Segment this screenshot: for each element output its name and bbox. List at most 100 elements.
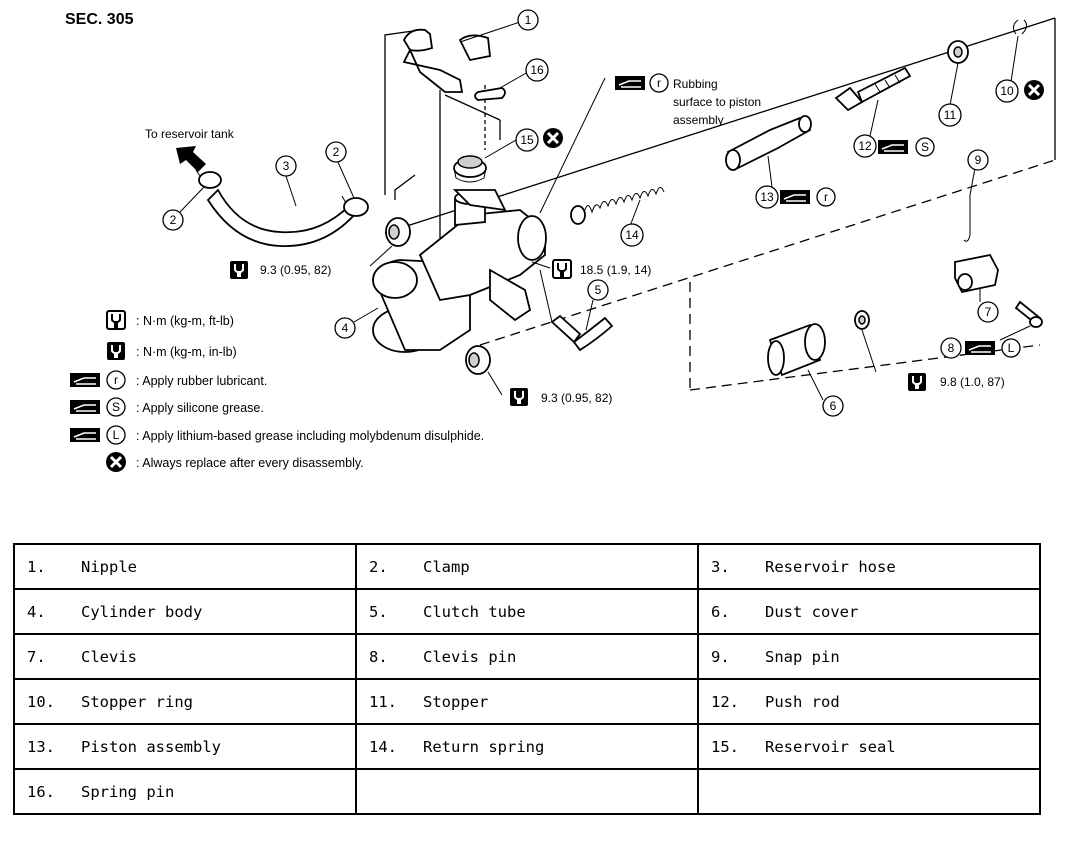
- legend-item-ft-lb: : N·m (kg-m, ft-lb): [106, 310, 234, 330]
- table-cell: 16.Spring pin: [13, 768, 357, 815]
- callout-15: 15: [515, 128, 539, 152]
- callout-7: 7: [977, 301, 999, 323]
- svg-text:12: 12: [858, 139, 872, 153]
- svg-text:16: 16: [530, 63, 544, 77]
- reservoir-hose: [206, 188, 358, 247]
- bracket-bushing: [385, 217, 491, 375]
- part-name: Nipple: [81, 557, 137, 576]
- svg-text:9.3 (0.95, 82): 9.3 (0.95, 82): [541, 391, 612, 405]
- part-number: 5.: [369, 602, 388, 621]
- part-name: Clamp: [423, 557, 470, 576]
- replace-icon: [541, 126, 565, 150]
- svg-text:assembly: assembly: [673, 113, 724, 127]
- part-number: 15.: [711, 737, 739, 756]
- callout-6: 6: [822, 395, 844, 417]
- callout-2a: 2: [162, 209, 184, 231]
- callout-13: 13: [755, 185, 779, 209]
- legend: : N·m (kg-m, ft-lb) : N·m (kg-m, in-lb) …: [69, 310, 484, 474]
- legend-item-silicone: S : Apply silicone grease.: [69, 397, 264, 417]
- svg-text:14: 14: [625, 228, 639, 242]
- legend-item-lithium: L : Apply lithium-based grease including…: [69, 425, 484, 445]
- torque-callout-3: 9.3 (0.95, 82): [509, 387, 612, 407]
- svg-text:L: L: [1008, 341, 1015, 355]
- part-number: 14.: [369, 737, 397, 756]
- callout-2b: 2: [325, 141, 347, 163]
- clutch-tube: [539, 269, 614, 352]
- svg-text:: N·m (kg-m, ft-lb): : N·m (kg-m, ft-lb): [136, 314, 234, 328]
- table-cell: 8.Clevis pin: [355, 633, 699, 680]
- table-cell: 10.Stopper ring: [13, 678, 357, 725]
- svg-text:surface to piston: surface to piston: [673, 95, 761, 109]
- table-cell: 13. Piston assembly: [13, 723, 357, 770]
- part-name: Return spring: [423, 737, 545, 756]
- torque-callout-1: 9.3 (0.95, 82): [229, 260, 331, 280]
- part-number: 4.: [27, 602, 46, 621]
- table-cell: 9.Snap pin: [697, 633, 1041, 680]
- cylinder-body: [372, 189, 547, 353]
- svg-text:r: r: [824, 190, 828, 204]
- callout-5: 5: [587, 279, 609, 301]
- section-label: SEC. 305: [65, 11, 134, 28]
- reservoir-seal: [453, 155, 487, 183]
- table-row: 16.Spring pin: [13, 768, 1041, 815]
- svg-text:10: 10: [1000, 84, 1014, 98]
- callout-12: 12: [853, 134, 877, 158]
- part-number: 16.: [27, 782, 55, 801]
- part-name: Reservoir seal: [765, 737, 896, 756]
- svg-text:4: 4: [342, 321, 349, 335]
- legend-item-replace: : Always replace after every disassembly…: [104, 450, 364, 474]
- table-cell: 12.Push rod: [697, 678, 1041, 725]
- torque-callout-2: 18.5 (1.9, 14): [552, 259, 651, 279]
- part-number: 6.: [711, 602, 730, 621]
- svg-text:9: 9: [975, 153, 982, 167]
- grease-symbol-p13: r: [779, 187, 836, 207]
- stopper-ring: [1012, 19, 1028, 35]
- torque-callout-4: 9.8 (1.0, 87): [907, 372, 1005, 392]
- svg-text:8: 8: [948, 341, 955, 355]
- svg-text:r: r: [657, 76, 661, 90]
- svg-text:: Apply silicone grease.: : Apply silicone grease.: [136, 401, 264, 415]
- part-number: 11.: [369, 692, 397, 711]
- part-number: 9.: [711, 647, 730, 666]
- svg-text:L: L: [113, 428, 120, 442]
- callout-4: 4: [334, 317, 356, 339]
- svg-text:1: 1: [525, 13, 532, 27]
- part-number: 2.: [369, 557, 388, 576]
- callout-8: 8: [940, 337, 962, 359]
- grease-symbol-p8: L: [964, 338, 1021, 358]
- clevis: [954, 253, 999, 294]
- table-cell: 11. Stopper: [355, 678, 699, 725]
- grease-symbol-p12: S: [877, 137, 935, 157]
- svg-text:9.3 (0.95, 82): 9.3 (0.95, 82): [260, 263, 331, 277]
- part-name: Piston assembly: [81, 737, 221, 756]
- table-cell: 3.Reservoir hose: [697, 543, 1041, 590]
- part-name: Reservoir hose: [765, 557, 896, 576]
- table-row: 1. Nipple 2. Clamp 3.Reservoir hose: [13, 543, 1041, 590]
- svg-text:S: S: [921, 140, 929, 154]
- return-spring: [570, 187, 665, 225]
- part-name: Stopper: [423, 692, 489, 711]
- leader-lines: [179, 21, 1031, 401]
- part-name: Cylinder body: [81, 602, 203, 621]
- svg-text:11: 11: [944, 108, 957, 122]
- callout-10: 10: [995, 79, 1019, 103]
- lock-nut: [854, 310, 870, 330]
- table-row: 13. Piston assembly 14. Return spring 15. Res…: [13, 723, 1041, 770]
- table-cell: 5.Clutch tube: [355, 588, 699, 635]
- svg-text:15: 15: [520, 133, 534, 147]
- svg-text:: Apply lithium-based grease i: : Apply lithium-based grease including m…: [136, 429, 484, 443]
- stopper: [947, 40, 969, 64]
- svg-text:S: S: [112, 400, 120, 414]
- svg-text:: Always replace after every d: : Always replace after every disassembly…: [136, 456, 364, 470]
- part-number: 1.: [27, 557, 46, 576]
- callout-16: 16: [525, 58, 549, 82]
- callout-9: 9: [967, 149, 989, 171]
- callout-14: 14: [620, 223, 644, 247]
- exploded-diagram: SEC. 305: [65, 9, 1056, 474]
- part-name: Clevis: [81, 647, 137, 666]
- svg-text:9.8 (1.0, 87): 9.8 (1.0, 87): [940, 375, 1005, 389]
- table-cell: 4. Cylinder body: [13, 588, 357, 635]
- part-number: 13.: [27, 737, 55, 756]
